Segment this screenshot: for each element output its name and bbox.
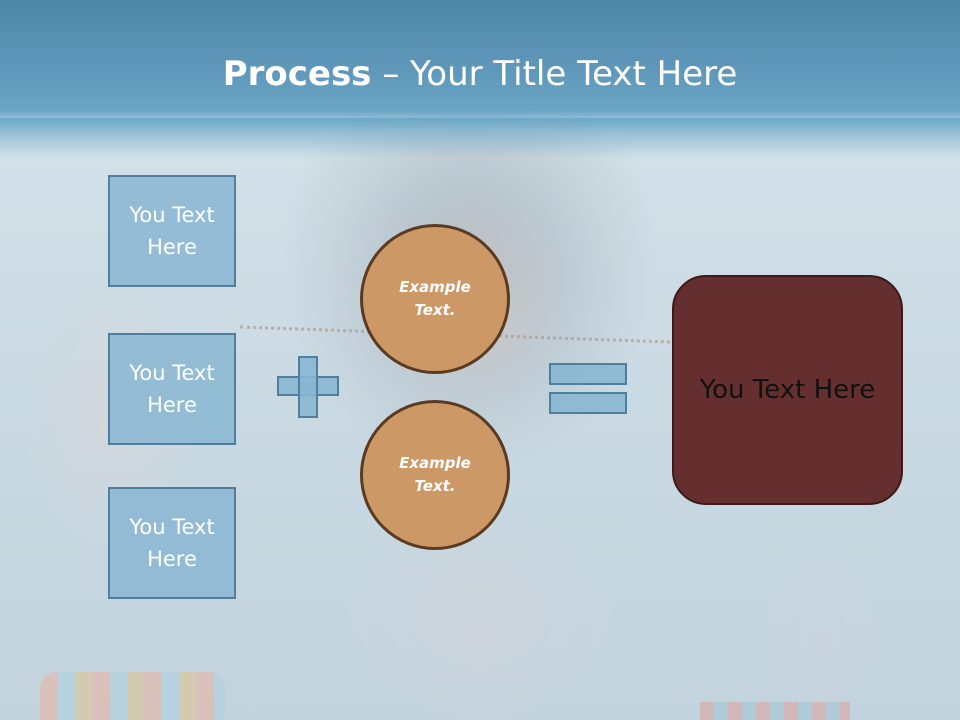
text-box-2-label: You Text Here bbox=[129, 361, 215, 417]
circle-shape-1[interactable]: Example Text. bbox=[360, 224, 510, 374]
result-box[interactable]: You Text Here bbox=[672, 275, 903, 505]
bracelet-decoration bbox=[40, 672, 225, 720]
equals-icon-top-bar bbox=[549, 363, 627, 385]
plus-icon-center bbox=[300, 378, 316, 394]
text-box-2[interactable]: You Text Here bbox=[108, 333, 236, 445]
bracelet-decoration-right bbox=[700, 702, 850, 720]
text-box-1-label: You Text Here bbox=[129, 203, 215, 259]
title-bar-fade bbox=[0, 118, 960, 158]
title-bold: Process bbox=[222, 54, 372, 94]
text-box-3[interactable]: You Text Here bbox=[108, 487, 236, 599]
equals-icon-bottom-bar bbox=[549, 392, 627, 414]
slide-title[interactable]: Process – Your Title Text Here bbox=[0, 52, 960, 96]
text-box-1[interactable]: You Text Here bbox=[108, 175, 236, 287]
result-box-label: You Text Here bbox=[699, 375, 876, 405]
title-rest: – Your Title Text Here bbox=[371, 54, 738, 94]
text-box-3-label: You Text Here bbox=[129, 515, 215, 571]
circle-1-label: Example Text. bbox=[399, 278, 471, 319]
circle-2-label: Example Text. bbox=[399, 454, 471, 495]
title-bar bbox=[0, 0, 960, 130]
circle-shape-2[interactable]: Example Text. bbox=[360, 400, 510, 550]
